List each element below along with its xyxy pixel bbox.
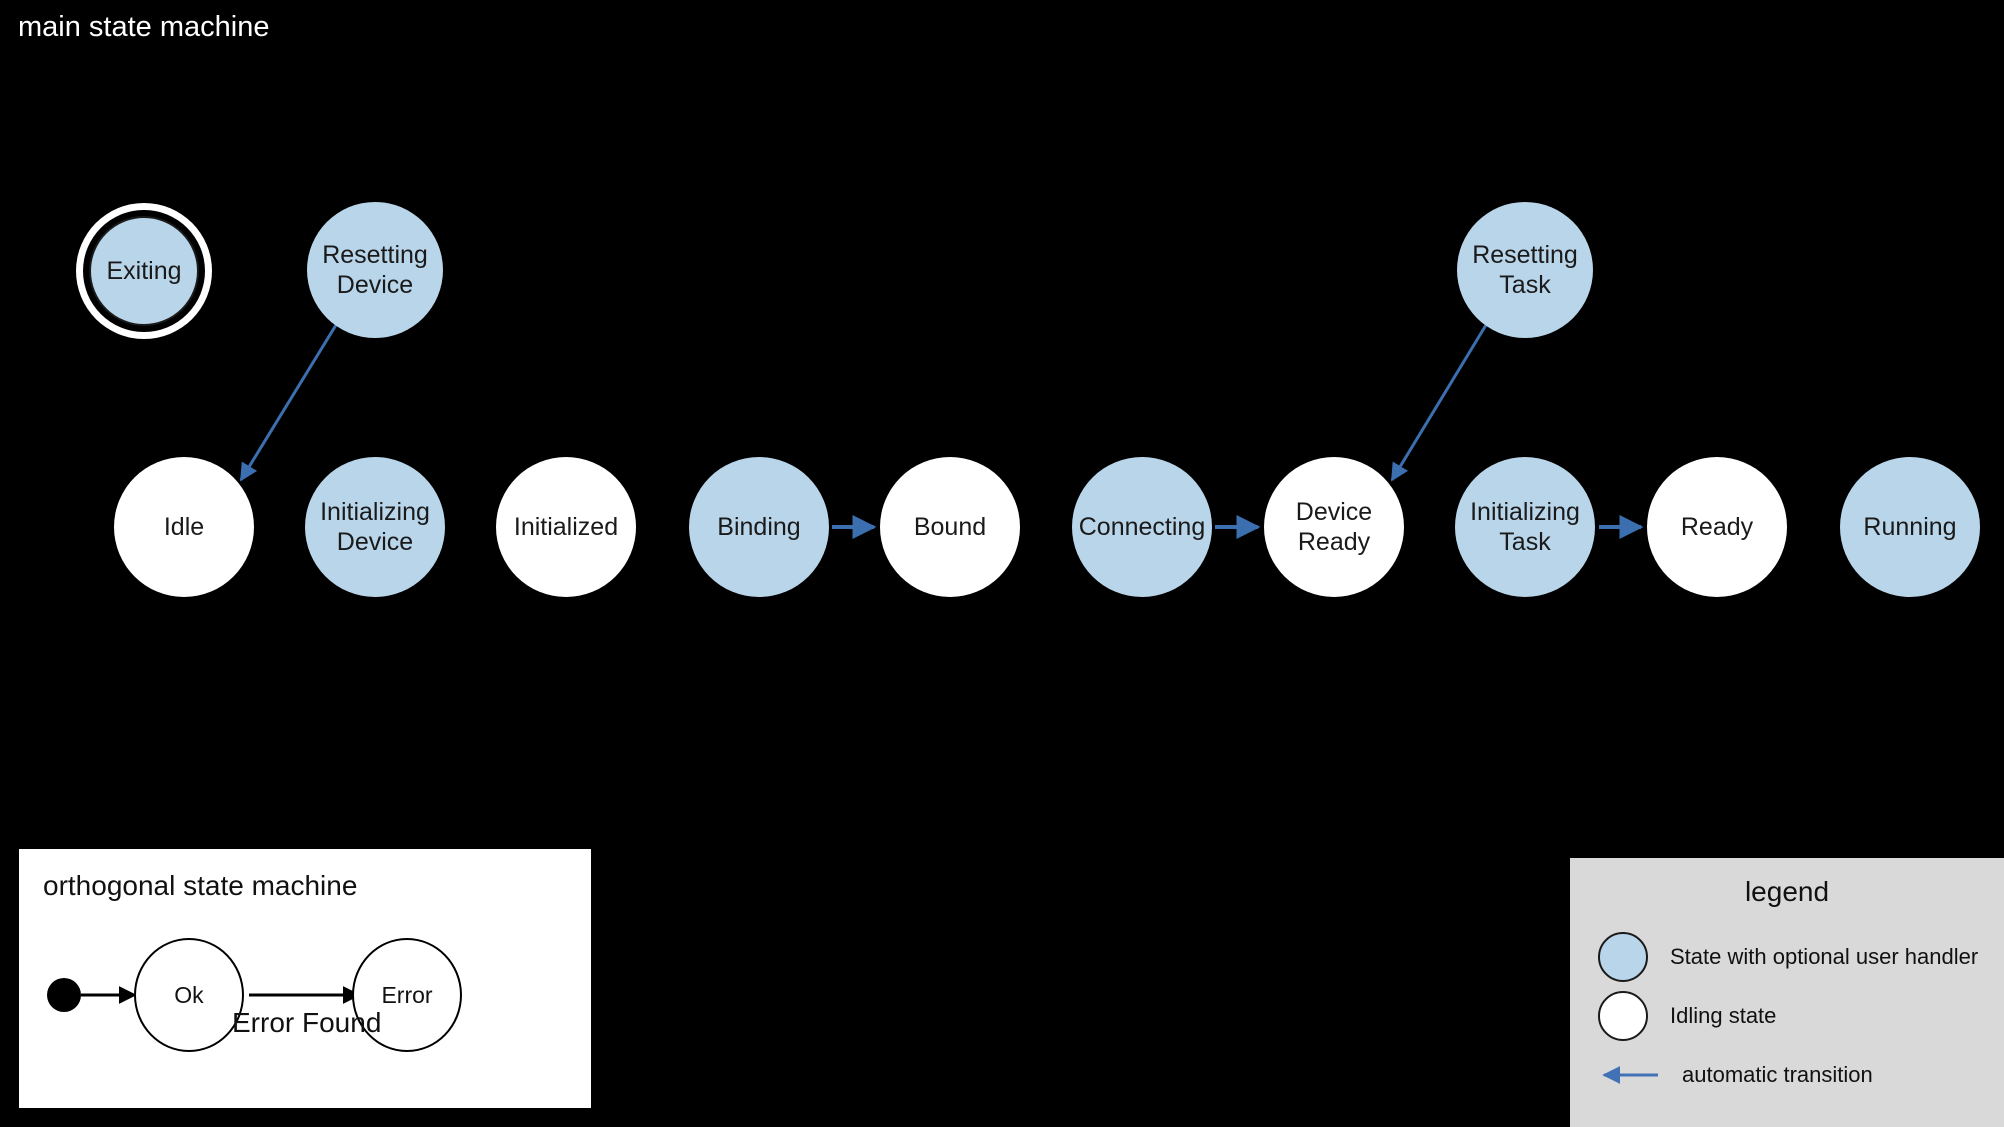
legend-panel: legend State with optional user handler … bbox=[1570, 858, 2004, 1127]
state-label: Binding bbox=[717, 513, 801, 541]
state-idle[interactable]: Idle bbox=[114, 457, 254, 597]
state-binding[interactable]: Binding bbox=[689, 457, 829, 597]
state-running[interactable]: Running bbox=[1840, 457, 1980, 597]
state-label: Error bbox=[381, 981, 433, 1008]
orthogonal-panel-title: orthogonal state machine bbox=[43, 870, 358, 901]
legend-item-label: State with optional user handler bbox=[1670, 944, 1979, 969]
legend-item-label: automatic transition bbox=[1682, 1062, 1873, 1087]
state-label: Ready bbox=[1680, 513, 1754, 541]
transition-resetting-task-to-device-ready bbox=[1390, 324, 1488, 482]
legend-item-handler: State with optional user handler bbox=[1598, 930, 1978, 984]
state-label: Ok bbox=[174, 981, 204, 1008]
legend-item-transition: automatic transition bbox=[1598, 1048, 1873, 1102]
transition-resetting-device-to-idle bbox=[239, 324, 338, 482]
state-bound[interactable]: Bound bbox=[880, 457, 1020, 597]
state-label: Running bbox=[1863, 513, 1957, 541]
legend-item-label: Idling state bbox=[1670, 1003, 1777, 1028]
orthogonal-state-machine-panel: orthogonal state machine Ok Error Error … bbox=[19, 849, 591, 1108]
state-connecting[interactable]: Connecting bbox=[1072, 457, 1212, 597]
state-label: Exiting bbox=[106, 257, 182, 285]
state-label: Connecting bbox=[1078, 513, 1206, 541]
state-label: Bound bbox=[913, 513, 987, 541]
state-label: Idle bbox=[163, 513, 205, 541]
initial-state-dot bbox=[47, 978, 81, 1012]
state-initialized[interactable]: Initialized bbox=[496, 457, 636, 597]
arrow-left-icon bbox=[1602, 1066, 1658, 1084]
handler-circle-icon bbox=[1598, 932, 1648, 982]
legend-item-idling: Idling state bbox=[1598, 989, 1776, 1043]
state-ready[interactable]: Ready bbox=[1647, 457, 1787, 597]
state-exiting[interactable]: Exiting bbox=[89, 216, 199, 326]
state-label: Initialized bbox=[513, 513, 619, 541]
page-title: main state machine bbox=[18, 11, 270, 43]
ortho-state-ok[interactable]: Ok bbox=[134, 938, 244, 1052]
idling-circle-icon bbox=[1598, 991, 1648, 1041]
legend-title: legend bbox=[1744, 876, 1830, 907]
ortho-transition-label: Error Found bbox=[232, 1007, 382, 1038]
